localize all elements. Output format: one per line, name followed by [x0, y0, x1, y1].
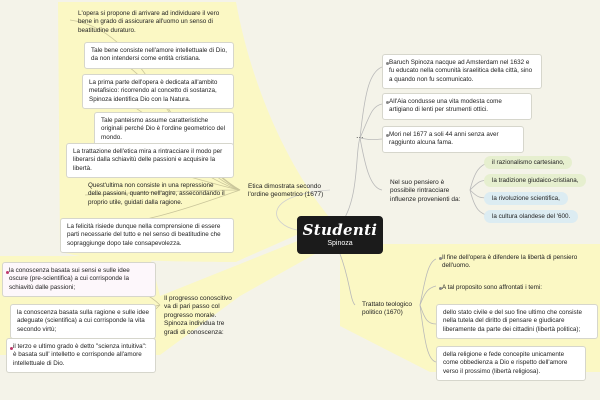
bio-collapse-toggle[interactable]: ... [356, 130, 364, 140]
trattato-item-4[interactable]: della religione e fede concepite unicame… [436, 346, 586, 381]
trattato-branch-label[interactable]: Trattato teologico politico (1670) [358, 298, 420, 321]
trattato-item-2-text: A tal proposito sono affrontati i temi: [442, 284, 542, 291]
etica-item-1-text: L'opera si propone di arrivare ad indivi… [78, 10, 220, 34]
influence-item-1[interactable]: il razionalismo cartesiano, [484, 156, 573, 169]
progresso-item-1[interactable]: la conoscenza basata sui sensi e sulle i… [2, 262, 156, 297]
etica-label-text: Etica dimostrata secondo l'ordine geomet… [248, 183, 324, 199]
influence-item-3[interactable]: la rivoluzione scientifica, [484, 192, 568, 205]
central-topic-title: Spinoza [327, 240, 353, 247]
bullet-icon [386, 101, 389, 104]
influence-item-1-text: il razionalismo cartesiano, [492, 159, 565, 166]
etica-item-6[interactable]: Quest'ultima non consiste in una repress… [82, 178, 234, 211]
bio-item-2[interactable]: All'Aia condusse una vita modesta come a… [382, 93, 532, 120]
influence-item-3-text: la rivoluzione scientifica, [492, 195, 560, 202]
trattato-label-text: Trattato teologico politico (1670) [362, 301, 412, 317]
etica-item-2[interactable]: Tale bene consiste nell'amore intellettu… [84, 42, 234, 69]
progresso-item-3-text: il terzo e ultimo grado è detto "scienza… [13, 343, 147, 367]
trattato-item-3[interactable]: dello stato civile e del suo fine ultimo… [436, 304, 598, 339]
progresso-label-text: Il progresso conoscitivo va di pari pass… [164, 295, 232, 336]
pink-bullet-icon [6, 271, 9, 274]
trattato-item-4-text: della religione e fede concepite unicame… [443, 351, 568, 375]
influence-item-4[interactable]: la cultura olandese del '600. [484, 210, 579, 223]
etica-item-2-text: Tale bene consiste nell'amore intellettu… [91, 47, 227, 63]
etica-item-3-text: La prima parte dell'opera è dedicata all… [89, 79, 218, 103]
etica-item-7-text: La felicità risiede dunque nella compren… [67, 223, 221, 247]
bullet-icon [439, 257, 442, 260]
bio-item-3[interactable]: Mori nel 1677 a soli 44 anni senza aver … [382, 126, 524, 153]
studenti-logo: Studenti [302, 221, 378, 239]
etica-item-6-text: Quest'ultima non consiste in una repress… [88, 182, 225, 206]
etica-item-3[interactable]: La prima parte dell'opera è dedicata all… [82, 74, 234, 109]
bullet-icon [386, 62, 389, 65]
progresso-branch-label[interactable]: Il progresso conoscitivo va di pari pass… [160, 292, 236, 340]
etica-item-5-text: La trattazione dell'etica mira a rintrac… [73, 148, 223, 172]
progresso-item-3[interactable]: il terzo e ultimo grado è detto "scienza… [6, 338, 156, 373]
bio-influences-label-text: Nel suo pensiero è possibile rintracciar… [390, 179, 461, 203]
trattato-item-1-text: Il fine dell'opera è difendere la libert… [442, 254, 578, 270]
bio-item-1[interactable]: Baruch Spinoza nacque ad Amsterdam nel 1… [382, 54, 542, 89]
bullet-icon [439, 287, 442, 290]
bio-ellipsis-text: ... [356, 130, 364, 140]
trattato-item-3-text: dello stato civile e del suo fine ultimo… [443, 309, 582, 333]
etica-item-5[interactable]: La trattazione dell'etica mira a rintrac… [66, 143, 234, 178]
trattato-item-2[interactable]: A tal proposito sono affrontati i temi: [436, 280, 586, 296]
trattato-item-1[interactable]: Il fine dell'opera è difendere la libert… [436, 250, 586, 275]
influence-item-2[interactable]: la tradizione giudaico-cristiana, [484, 174, 587, 187]
influence-item-4-text: la cultura olandese del '600. [492, 213, 571, 220]
progresso-item-1-text: la conoscenza basata sui sensi e sulle i… [9, 267, 130, 291]
bullet-icon [386, 134, 389, 137]
progresso-item-2-text: la conoscenza basata sulla ragione e sul… [17, 309, 149, 333]
bio-item-2-text: All'Aia condusse una vita modesta come a… [389, 98, 502, 114]
central-topic[interactable]: Studenti Spinoza [297, 216, 383, 254]
etica-item-4[interactable]: Tale panteismo assume caratteristiche or… [94, 112, 234, 147]
etica-branch-label[interactable]: Etica dimostrata secondo l'ordine geomet… [244, 180, 332, 203]
progresso-item-2[interactable]: la conoscenza basata sulla ragione e sul… [10, 304, 156, 339]
pink-bullet-icon [10, 347, 13, 350]
etica-item-4-text: Tale panteismo assume caratteristiche or… [101, 117, 226, 141]
bio-item-3-text: Mori nel 1677 a soli 44 anni senza aver … [389, 131, 499, 147]
bio-influences-label[interactable]: Nel suo pensiero è possibile rintracciar… [386, 176, 472, 207]
etica-item-7[interactable]: La felicità risiede dunque nella compren… [60, 218, 234, 253]
etica-item-1[interactable]: L'opera si propone di arrivare ad indivi… [72, 6, 236, 39]
bio-item-1-text: Baruch Spinoza nacque ad Amsterdam nel 1… [389, 59, 533, 83]
influence-item-2-text: la tradizione giudaico-cristiana, [492, 177, 579, 184]
